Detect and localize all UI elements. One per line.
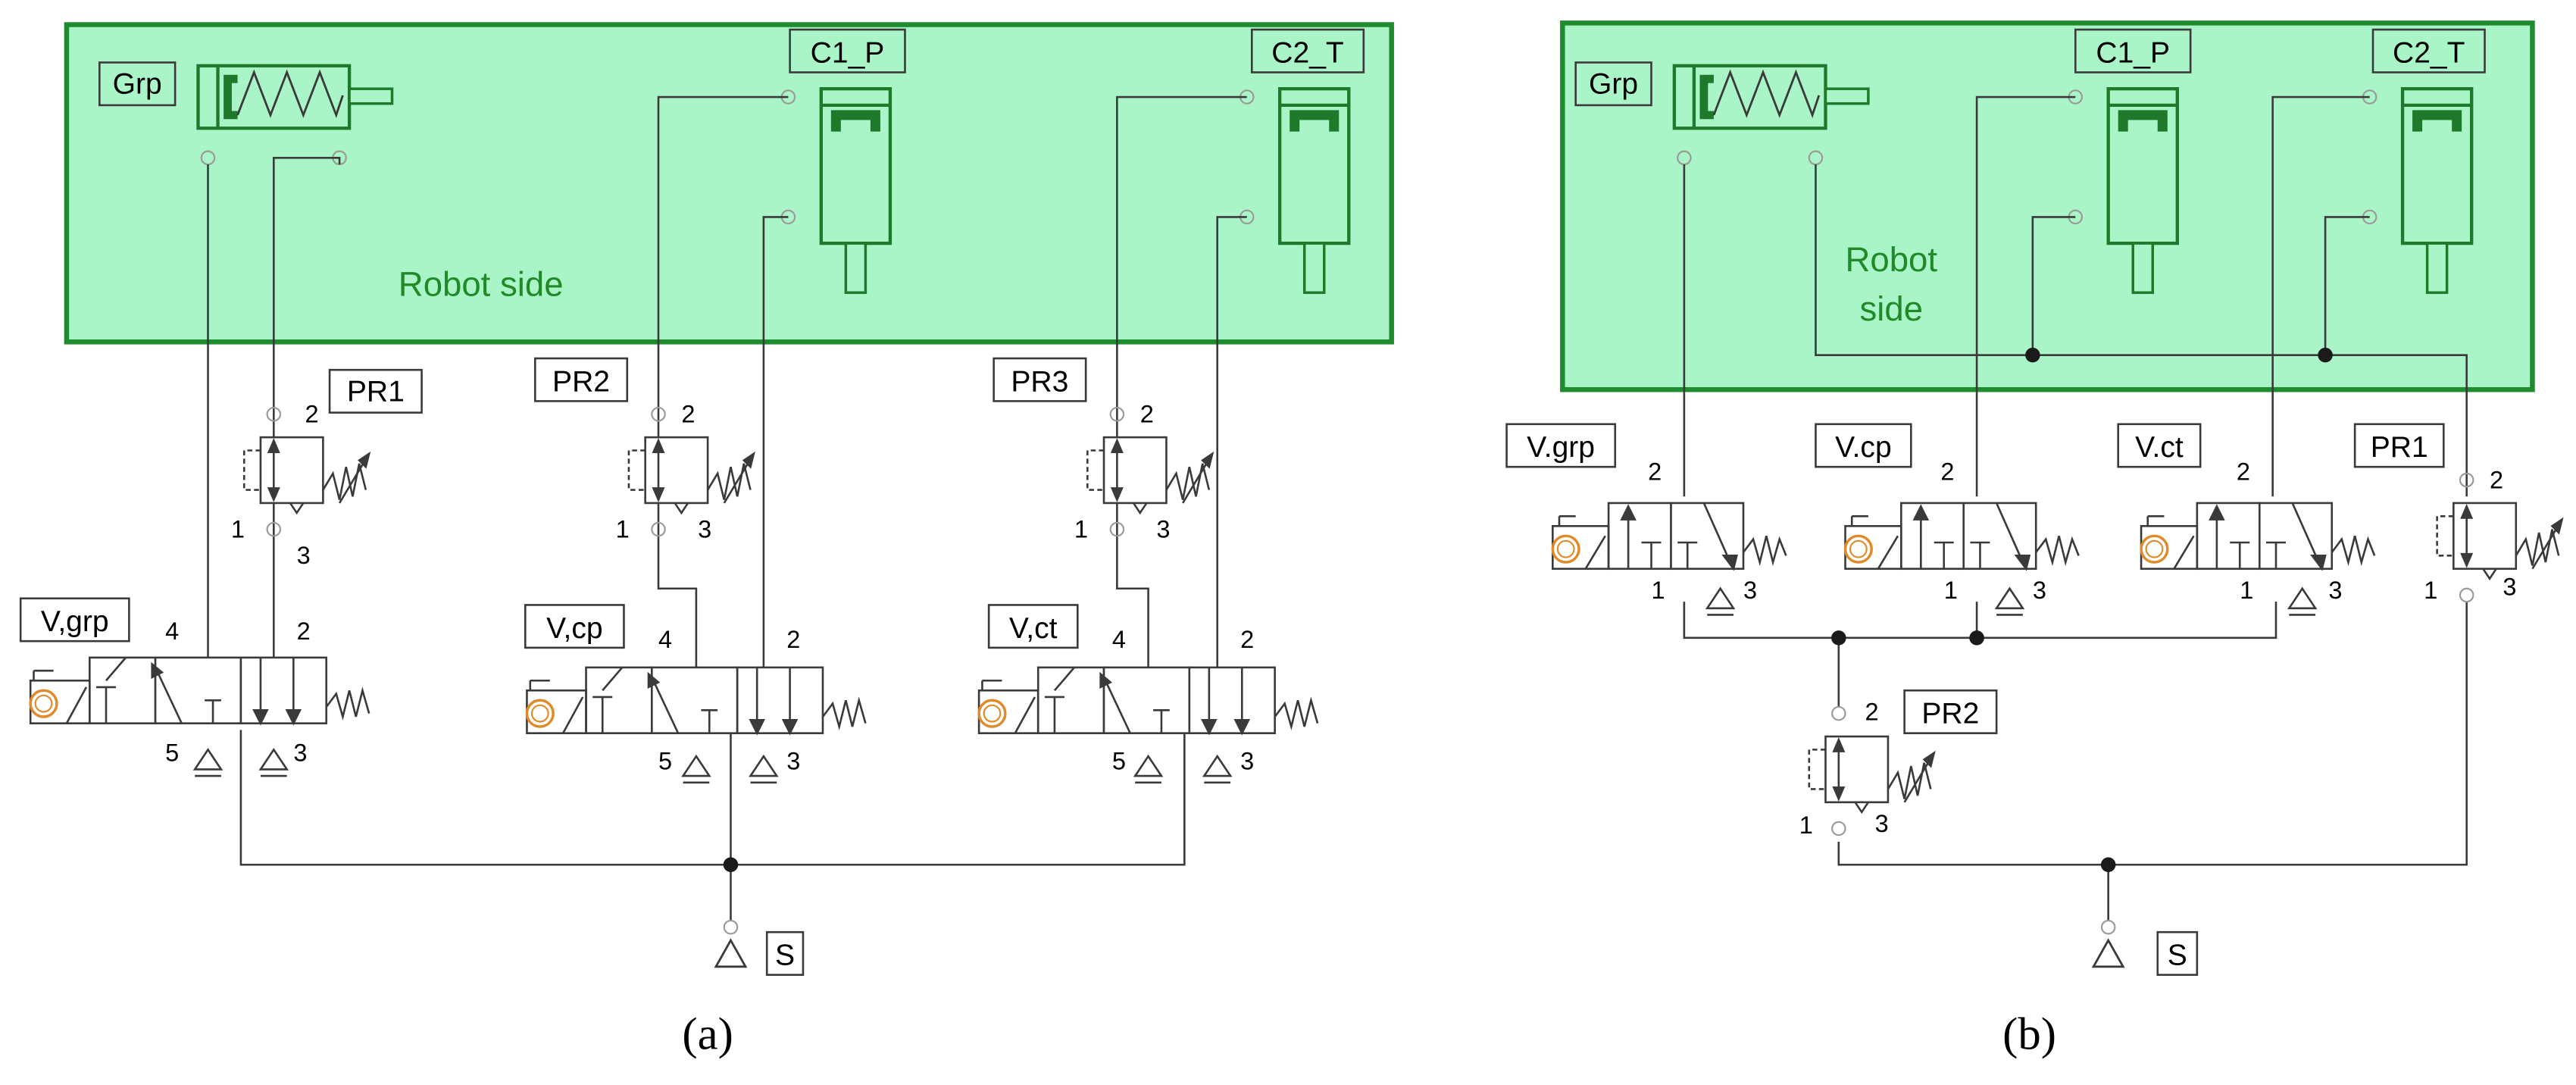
svg-text:3: 3 [297,542,311,569]
grp-label-b: Grp [1589,68,1638,101]
svg-text:2: 2 [2490,466,2503,493]
valve-vgrp-a [29,656,370,725]
svg-text:3: 3 [2503,573,2516,600]
svg-text:3: 3 [1743,577,1757,604]
svg-text:3: 3 [786,747,800,774]
caption-a: (a) [682,1008,733,1059]
supply-symbol-b [2092,919,2124,968]
svg-text:2: 2 [1648,458,1662,486]
supply-symbol-a [714,919,747,968]
svg-text:1: 1 [616,515,630,542]
vcp-label-a: V,cp [546,612,603,645]
valve-vgrp-b [1551,502,1788,571]
svg-text:1: 1 [1074,515,1088,542]
svg-text:2: 2 [1865,698,1879,725]
vct-label-a: V,ct [1009,612,1058,645]
svg-text:2: 2 [786,626,800,653]
valve-vcp-a [525,666,868,735]
svg-text:1: 1 [1944,577,1958,604]
c2t-label-b: C2_T [2393,36,2465,69]
svg-text:2: 2 [297,618,311,645]
svg-text:3: 3 [293,739,307,767]
vcp-label-b: V.cp [1835,431,1892,464]
robot-side-label-b1: Robot [1846,240,1938,279]
c2t-label-a: C2_T [1271,36,1343,69]
svg-text:1: 1 [231,515,245,542]
svg-text:3: 3 [1156,515,1170,542]
pr3-label-a: PR3 [1011,365,1068,398]
svg-text:1: 1 [2424,577,2437,604]
svg-text:4: 4 [1112,626,1126,653]
robot-side-label-b2: side [1859,289,1923,328]
wiring-b [1683,95,2468,921]
wiring-a [207,95,1247,921]
valve-vct-b [2140,502,2376,571]
svg-text:4: 4 [165,618,179,645]
svg-text:1: 1 [1799,811,1813,839]
svg-text:5: 5 [658,747,672,774]
svg-text:2: 2 [305,401,319,428]
pr2-label-b: PR2 [1921,698,1979,730]
vct-label-b: V.ct [2135,431,2184,464]
grp-label-box-a [98,61,177,107]
grp-label-a: Grp [113,68,162,101]
robot-side-label-a: Robot side [399,265,564,304]
svg-text:2: 2 [1940,458,1954,486]
svg-text:5: 5 [165,739,179,767]
panel-a: Robot side Grp C1_P C2_T PR1 2 1 3 [19,22,1394,1059]
svg-text:2: 2 [681,401,695,428]
svg-text:1: 1 [2240,577,2253,604]
svg-text:3: 3 [1240,747,1254,774]
supply-label-a: S [775,940,795,972]
svg-text:2: 2 [2237,458,2250,486]
supply-label-b: S [2168,940,2187,972]
pr1-label-b: PR1 [2371,431,2428,464]
vgrp-label-b: V.grp [1527,431,1595,464]
c1p-label-b: C1_P [2096,36,2170,69]
panel-b: Robot side Grp C1_P C2_T [1505,20,2563,1059]
svg-text:3: 3 [2033,577,2046,604]
svg-text:5: 5 [1112,747,1126,774]
svg-text:2: 2 [1140,401,1154,428]
caption-b: (b) [2002,1008,2056,1059]
valve-vcp-b [1843,502,2080,571]
svg-text:3: 3 [698,515,711,542]
pr2-label-a: PR2 [552,365,610,398]
svg-text:3: 3 [2328,577,2342,604]
svg-text:1: 1 [1652,577,1665,604]
svg-text:4: 4 [658,626,672,653]
c1p-label-a: C1_P [811,36,885,69]
svg-text:2: 2 [1240,626,1254,653]
valve-vct-a [977,666,1319,735]
vgrp-label-a: V,grp [41,605,109,638]
svg-text:3: 3 [1875,810,1889,837]
pr1-label-a: PR1 [347,375,405,408]
